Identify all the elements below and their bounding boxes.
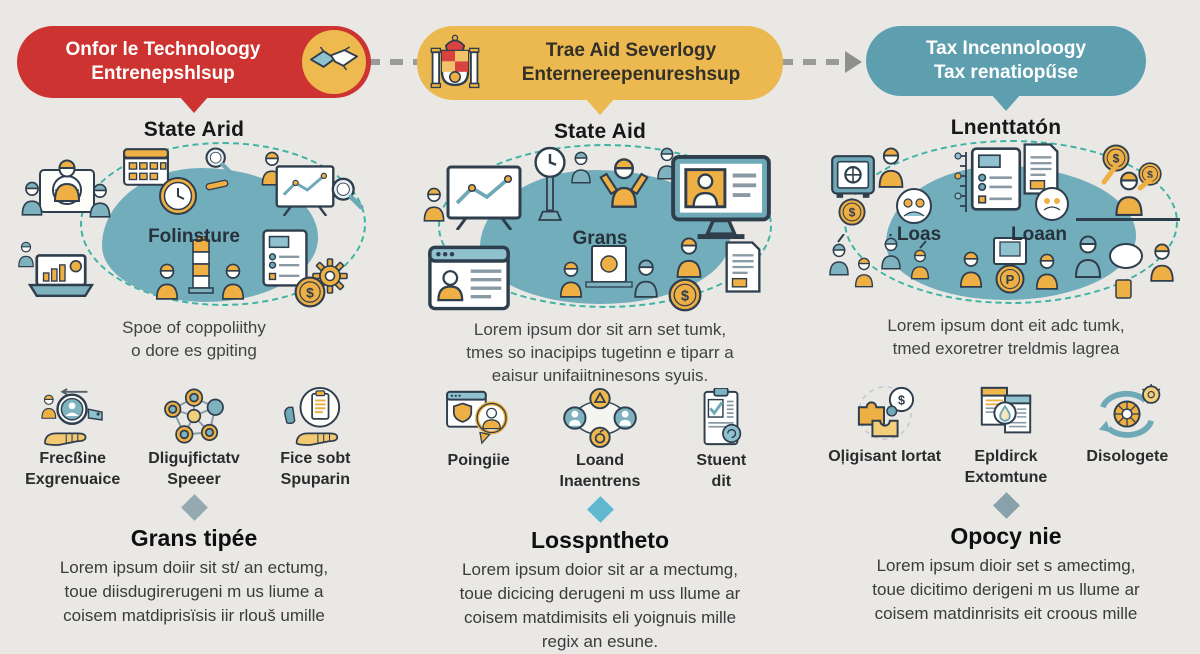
header-bubble[interactable]: Trae Aid Severlogy Enternereepenureshsup [417,26,783,100]
feature-label: Dligujfictatv Speeer [148,450,240,488]
illustration-label: Loas [896,224,942,245]
illustration-label: Loaan [1011,224,1067,245]
presenter-chart-icon [423,165,522,230]
street-clock-icon [534,146,566,222]
handshake-icon [302,30,366,94]
feature-label: Oļigisant Iortat [828,448,942,465]
helping-pair-icon [1075,235,1174,299]
arrow-right-icon [845,51,862,73]
checklist-check-icon [703,388,742,446]
team-network-icon [563,388,637,448]
diamond-separator [586,496,614,523]
feature-label: Disologete [1086,448,1169,465]
spain-coat-of-arms-icon [429,34,481,94]
cycle-bulb-icon [1099,384,1161,438]
team-presentation-icon [21,159,111,218]
feature-label: Loand Inaentrens [559,452,641,490]
feature-item[interactable]: Poingiie [418,388,539,496]
network-icon [164,388,224,444]
feature-item[interactable]: Disologete [1067,384,1188,492]
illustration-collage: Loas Loaan [820,140,1192,308]
reaching-coins-icon [1076,144,1180,221]
browser-profile-icon [428,245,510,311]
feature-row: Frecßine Exgrenuaice [8,386,380,494]
analyst-chart-icon [261,151,368,216]
feature-item[interactable]: Dligujfictatv Speeer [133,386,254,494]
feature-label: Poingiie [447,452,510,469]
feature-label: Epldirck Extomtune [964,448,1048,486]
hand-clipboard-icon [284,386,341,446]
column-title: Lnenttatón [950,116,1062,139]
section-paragraph: Lorem ipsum doiir sit st/ an ectumg, tou… [59,558,329,625]
dashed-connector-arrow [757,51,862,73]
document-droplet-icon [980,386,1032,434]
feature-item[interactable]: $ Oļigisant Iortat [824,384,945,492]
column-incentives: Tax Incennoloogy Tax renatiopűse Lnentta… [820,0,1192,626]
section-paragraph: Lorem ipsum doior sit ar a mectumg, toue… [459,560,741,651]
calendar-clock-icon [123,142,242,215]
column-state-arid: Onfor le Technoloogy Entrenepshlsup Stat… [8,0,380,628]
feature-item[interactable]: Frecßine Exgrenuaice [12,386,133,494]
header-bubble[interactable]: Tax Incennoloogy Tax renatiopűse [866,26,1146,96]
loan-checklist-icon [954,143,1069,221]
feature-label: Frecßine Exgrenuaice [25,450,121,488]
safe-savings-icon [831,147,932,226]
svg-text:$: $ [898,393,905,407]
section-paragraph: Lorem ipsum dioir set s amectimg, toue d… [872,556,1140,623]
column-description: Lorem ipsum dor sit arn set tumk, tmes s… [466,320,734,385]
bubble-title: Tax Incennoloogy Tax renatiopűse [925,38,1087,83]
award-pair-icon [959,237,1059,294]
column-state-aid: Trae Aid Severlogy Enternereepenureshsup… [414,0,786,654]
feature-label: Stuent dit [696,452,747,490]
illustration-collage: Grans [414,144,786,312]
bubble-title: Trae Aid Severlogy Enternereepenureshsup [521,40,741,85]
section-title: Grans tipée [130,525,258,551]
column-description: Spoe of coppoliithy o dore es gpiting [122,318,266,360]
workshop-pair-icon [559,245,658,298]
illustration-collage: Folinsture [8,142,380,310]
feature-item[interactable]: Epldirck Extomtune [945,384,1066,492]
feature-label: Fice sobt Spuparin [280,450,351,488]
feature-row: Poingiie Loand [414,388,786,496]
section-title: Losspntheto [531,527,669,553]
feature-row: $ Oļigisant Iortat [820,384,1192,492]
hand-profile-icon [41,388,103,446]
dashed-outline [80,142,366,306]
header-bubble[interactable]: Onfor le Technoloogy Entrenepshlsup [17,26,371,98]
section-title: Opocy nie [950,523,1062,549]
illustration-label: Grans [572,228,628,249]
diamond-separator [992,492,1020,519]
laptop-chart-icon [18,241,94,298]
bubble-title: Onfor le Technoloogy Entrenepshlsup [65,39,261,84]
feature-item[interactable]: Loand Inaentrens [539,388,660,496]
feature-item[interactable]: Fice sobt Spuparin [255,386,376,494]
feature-item[interactable]: Stuent dit [661,388,782,496]
dashed-outline [438,144,772,308]
celebrating-group-icon [829,234,930,288]
dashed-connector [344,59,440,65]
browser-shield-icon [445,390,508,445]
diamond-separator [180,494,208,521]
puzzle-finance-icon: $ [857,386,914,440]
column-description: Lorem ipsum dont eit adc tumk, tmed exor… [887,316,1125,358]
column-title: State Arid [143,118,245,141]
illustration-label: Folinsture [148,226,240,247]
column-title: State Aid [553,120,647,143]
